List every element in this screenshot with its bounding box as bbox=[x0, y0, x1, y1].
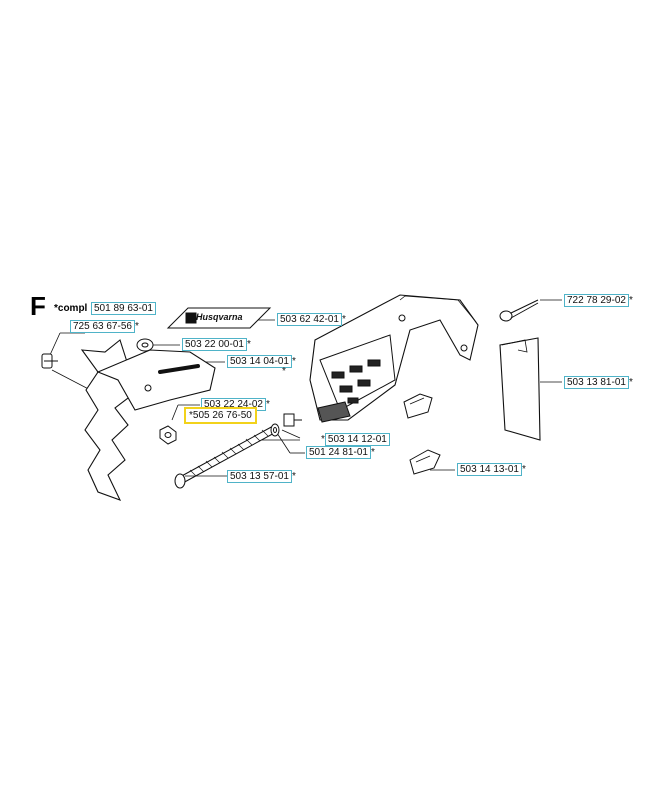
part-number: 501 24 81-01 bbox=[306, 446, 371, 459]
part-star: * bbox=[134, 321, 139, 332]
part-star: * bbox=[265, 399, 270, 410]
part-callout-725-63-67-56[interactable]: 725 63 67-56* bbox=[70, 320, 139, 333]
logo-plate bbox=[166, 307, 272, 329]
part-number: 503 62 42-01 bbox=[277, 313, 342, 326]
tensioner-screw bbox=[174, 424, 279, 489]
bumper-screw bbox=[41, 353, 58, 369]
part-star: * bbox=[189, 410, 193, 421]
part-number: 503 14 04-01 bbox=[227, 355, 292, 368]
bumper-spike bbox=[80, 339, 216, 501]
part-callout-501-24-81-01[interactable]: 501 24 81-01* bbox=[306, 446, 375, 459]
part-callout-505-26-76-50-highlighted[interactable]: *505 26 76-50 bbox=[184, 407, 257, 424]
part-number: 503 14 13-01 bbox=[457, 463, 522, 476]
part-callout-503-14-13-01[interactable]: 503 14 13-01* bbox=[457, 463, 526, 476]
side-plate bbox=[499, 337, 541, 441]
part-star: * bbox=[291, 471, 296, 482]
leader-lines bbox=[49, 299, 562, 477]
clutch-cover bbox=[309, 294, 479, 423]
part-number: 725 63 67-56 bbox=[70, 320, 135, 333]
part-number: 722 78 29-02 bbox=[564, 294, 629, 307]
part-callout-503-14-12-01[interactable]: *503 14 12-01 bbox=[321, 433, 390, 446]
part-star: * bbox=[291, 356, 296, 367]
part-callout-503-22-00-01[interactable]: 503 22 00-01* bbox=[182, 338, 251, 351]
part-star: * bbox=[628, 377, 633, 388]
part-callout-503-13-81-01[interactable]: 503 13 81-01* bbox=[564, 376, 633, 389]
adjuster-nut bbox=[159, 425, 177, 445]
nut bbox=[136, 338, 154, 352]
part-number: 501 89 63-01 bbox=[91, 302, 156, 315]
part-callout-503-13-57-01[interactable]: 503 13 57-01* bbox=[227, 470, 296, 483]
part-star: * bbox=[341, 314, 346, 325]
part-number: 505 26 76-50 bbox=[192, 410, 252, 421]
part-star: * bbox=[370, 447, 375, 458]
part-number: 503 22 00-01 bbox=[182, 338, 247, 351]
part-star: * bbox=[246, 339, 251, 350]
highlighted-part-box: *505 26 76-50 bbox=[184, 407, 257, 424]
brand-logo: Husqvarna bbox=[196, 312, 243, 322]
part-number: 503 13 81-01 bbox=[564, 376, 629, 389]
washer bbox=[270, 423, 280, 437]
part-callout-503-14-04-01[interactable]: 503 14 04-01* bbox=[227, 355, 296, 368]
part-star: * bbox=[321, 434, 325, 445]
part-star: * bbox=[628, 295, 633, 306]
cover-bolt bbox=[499, 299, 539, 322]
part-star: * bbox=[521, 464, 526, 475]
buffer-upper bbox=[403, 393, 433, 419]
part-number: 503 14 12-01 bbox=[324, 433, 390, 446]
part-callout-503-62-42-01[interactable]: 503 62 42-01* bbox=[277, 313, 346, 326]
part-number: 503 13 57-01 bbox=[227, 470, 292, 483]
compl-label: *compl bbox=[54, 303, 88, 314]
part-callout-501-89-63-01[interactable]: 501 89 63-01 bbox=[91, 302, 156, 315]
cover-star-mark: * bbox=[282, 366, 286, 377]
buffer-lower bbox=[409, 449, 441, 475]
section-letter: F bbox=[30, 291, 46, 321]
tensioner-pin bbox=[283, 413, 302, 427]
part-callout-722-78-29-02[interactable]: 722 78 29-02* bbox=[564, 294, 633, 307]
